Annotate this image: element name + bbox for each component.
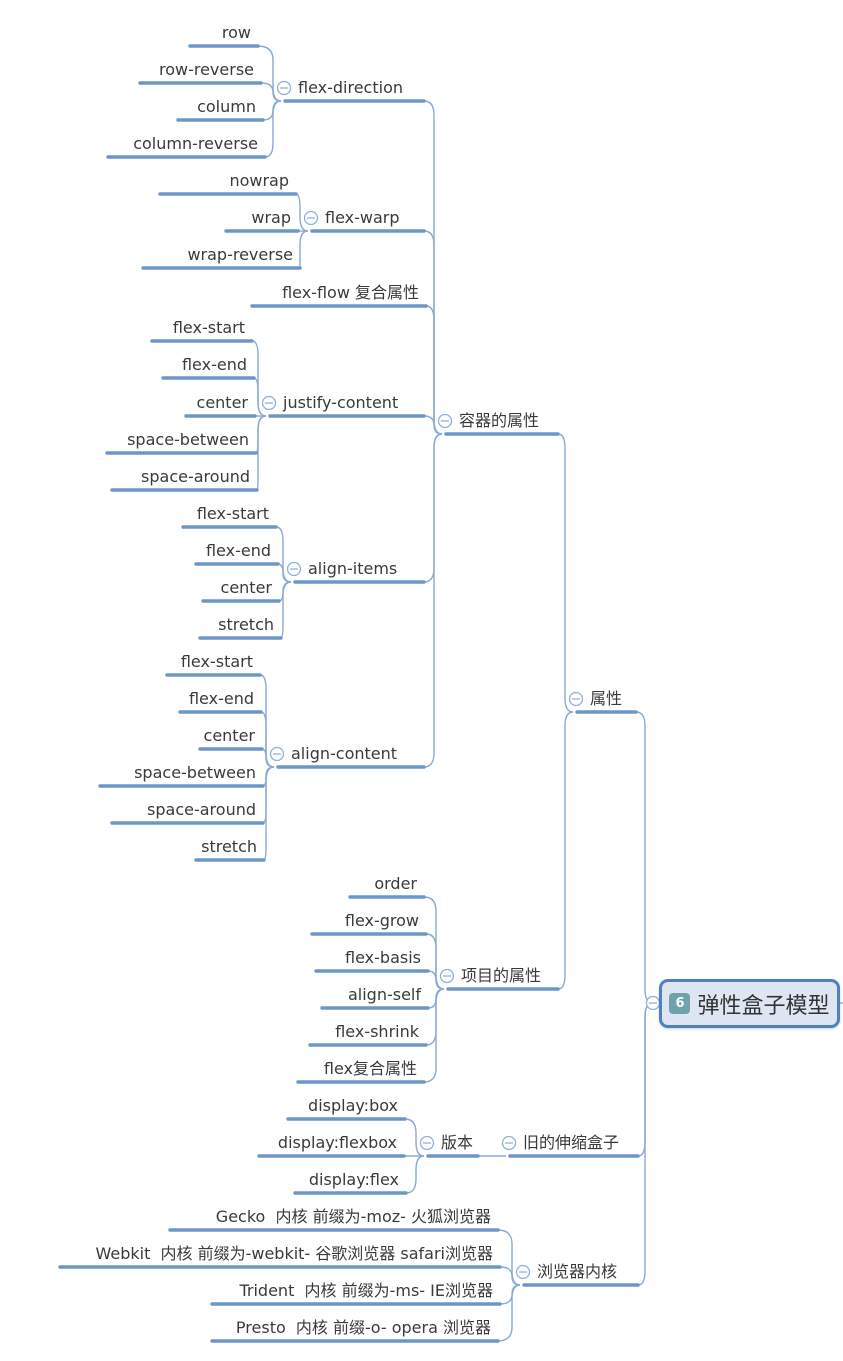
marker-6-badge-icon: 6	[669, 993, 691, 1014]
topic-ai-flex-start[interactable]: flex-start	[196, 504, 269, 524]
topic-nowrap[interactable]: nowrap	[229, 171, 289, 191]
topic-ai-stretch[interactable]: stretch	[218, 615, 274, 635]
connector-line	[280, 581, 292, 639]
collapse-icon[interactable]	[261, 395, 277, 411]
connector-line	[257, 45, 282, 102]
topic-jc-space-around[interactable]: space-around	[141, 467, 250, 487]
topic-flex-shrink[interactable]: flex-shrink	[335, 1022, 419, 1042]
topic-order[interactable]: order	[374, 874, 417, 894]
topic-align-content[interactable]: align-content	[291, 744, 398, 764]
collapse-icon[interactable]	[645, 995, 661, 1011]
connector-line	[425, 988, 445, 1046]
topic-item-props[interactable]: 项目的属性	[461, 966, 542, 986]
topic-wrap[interactable]: wrap	[251, 208, 291, 228]
connector-line	[499, 1266, 521, 1286]
topic-ac-flex-end[interactable]: flex-end	[188, 689, 254, 709]
connector-line	[263, 766, 275, 861]
connector-line	[423, 230, 443, 435]
connector-line	[262, 100, 282, 121]
collapse-icon[interactable]	[439, 968, 455, 984]
topic-wrap-reverse[interactable]: wrap-reverse	[187, 245, 293, 265]
topic-column[interactable]: column	[197, 97, 256, 117]
connector-line	[423, 100, 443, 435]
connector-line	[427, 970, 445, 990]
topic-ac-center[interactable]: center	[203, 726, 255, 746]
topic-flex-basis[interactable]: flex-basis	[345, 948, 421, 968]
connector-line	[497, 1229, 521, 1286]
collapse-icon[interactable]	[515, 1264, 531, 1280]
connector-line	[557, 711, 574, 990]
topic-ai-flex-end[interactable]: flex-end	[205, 541, 271, 561]
root-topic-label: 弹性盒子模型	[697, 993, 830, 1019]
topic-browser-kernel[interactable]: 浏览器内核	[537, 1262, 618, 1282]
connector-line	[299, 230, 309, 269]
topic-display-box[interactable]: display:box	[308, 1096, 398, 1116]
topic-ac-flex-start[interactable]: flex-start	[180, 652, 253, 672]
connector-line	[425, 305, 443, 435]
topic-ac-space-between[interactable]: space-between	[134, 763, 256, 783]
collapse-icon[interactable]	[419, 1135, 435, 1151]
topic-trident[interactable]: Trident 内核 前缀为-ms- IE浏览器	[239, 1281, 493, 1301]
connector-line	[635, 711, 654, 1004]
connector-line	[277, 563, 292, 583]
topic-column-reverse[interactable]: column-reverse	[133, 134, 258, 154]
topic-row[interactable]: row	[221, 23, 251, 43]
topic-ac-space-around[interactable]: space-around	[147, 800, 256, 820]
connector-line	[425, 933, 445, 990]
connector-line	[497, 1284, 521, 1342]
collapse-icon[interactable]	[269, 746, 285, 762]
topic-justify-content[interactable]: justify-content	[283, 393, 399, 413]
connector-line	[423, 988, 445, 1083]
topic-props[interactable]: 属性	[590, 689, 623, 709]
topic-jc-space-between[interactable]: space-between	[127, 430, 249, 450]
topic-jc-center[interactable]: center	[196, 393, 248, 413]
topic-display-flex[interactable]: display:flex	[308, 1170, 399, 1190]
connector-line	[253, 377, 267, 417]
topic-jc-flex-end[interactable]: flex-end	[181, 355, 247, 375]
topic-align-self[interactable]: align-self	[347, 985, 421, 1005]
collapse-icon[interactable]	[568, 691, 584, 707]
collapse-icon[interactable]	[437, 413, 453, 429]
topic-version[interactable]: 版本	[441, 1133, 474, 1153]
topic-ac-stretch[interactable]: stretch	[201, 837, 257, 857]
collapse-icon[interactable]	[303, 210, 319, 226]
connector-line	[262, 766, 275, 824]
connector-line	[261, 748, 275, 768]
topic-flex-direction[interactable]: flex-direction	[298, 78, 403, 98]
topic-flex-grow[interactable]: flex-grow	[344, 911, 419, 931]
collapse-icon[interactable]	[501, 1135, 517, 1151]
connector-line	[264, 100, 282, 158]
connector-line	[637, 1002, 654, 1286]
connector-line	[423, 415, 443, 435]
topic-webkit[interactable]: Webkit 内核 前缀为-webkit- 谷歌浏览器 safari浏览器	[95, 1244, 493, 1264]
connector-line	[404, 1118, 425, 1157]
topic-gecko[interactable]: Gecko 内核 前缀为-moz- 火狐浏览器	[215, 1207, 491, 1227]
collapse-icon[interactable]	[276, 80, 292, 96]
topic-row-reverse[interactable]: row-reverse	[158, 60, 254, 80]
collapse-icon[interactable]	[286, 561, 302, 577]
connector-line	[295, 193, 309, 232]
topic-jc-flex-start[interactable]: flex-start	[172, 318, 245, 338]
topic-display-flexbox[interactable]: display:flexbox	[277, 1133, 397, 1153]
connector-line	[260, 82, 282, 102]
topic-align-items[interactable]: align-items	[308, 559, 398, 579]
topic-flex-compound[interactable]: flex复合属性	[323, 1059, 417, 1079]
topic-container-props[interactable]: 容器的属性	[459, 411, 540, 431]
topic-ai-center[interactable]: center	[220, 578, 272, 598]
topic-flex-flow[interactable]: flex-flow 复合属性	[282, 283, 419, 303]
connector-line	[557, 433, 574, 713]
connector-line	[499, 1284, 521, 1305]
topic-old-flexbox[interactable]: 旧的伸缩盒子	[523, 1133, 620, 1153]
connector-line	[405, 1155, 425, 1194]
topic-root[interactable]: 6 弹性盒子模型	[659, 979, 840, 1028]
connector-line	[256, 415, 267, 491]
connector-line	[423, 433, 443, 583]
topic-flex-warp[interactable]: flex-warp	[325, 208, 400, 228]
topic-presto[interactable]: Presto 内核 前缀-o- opera 浏览器	[235, 1318, 491, 1338]
connector-line	[423, 433, 443, 768]
